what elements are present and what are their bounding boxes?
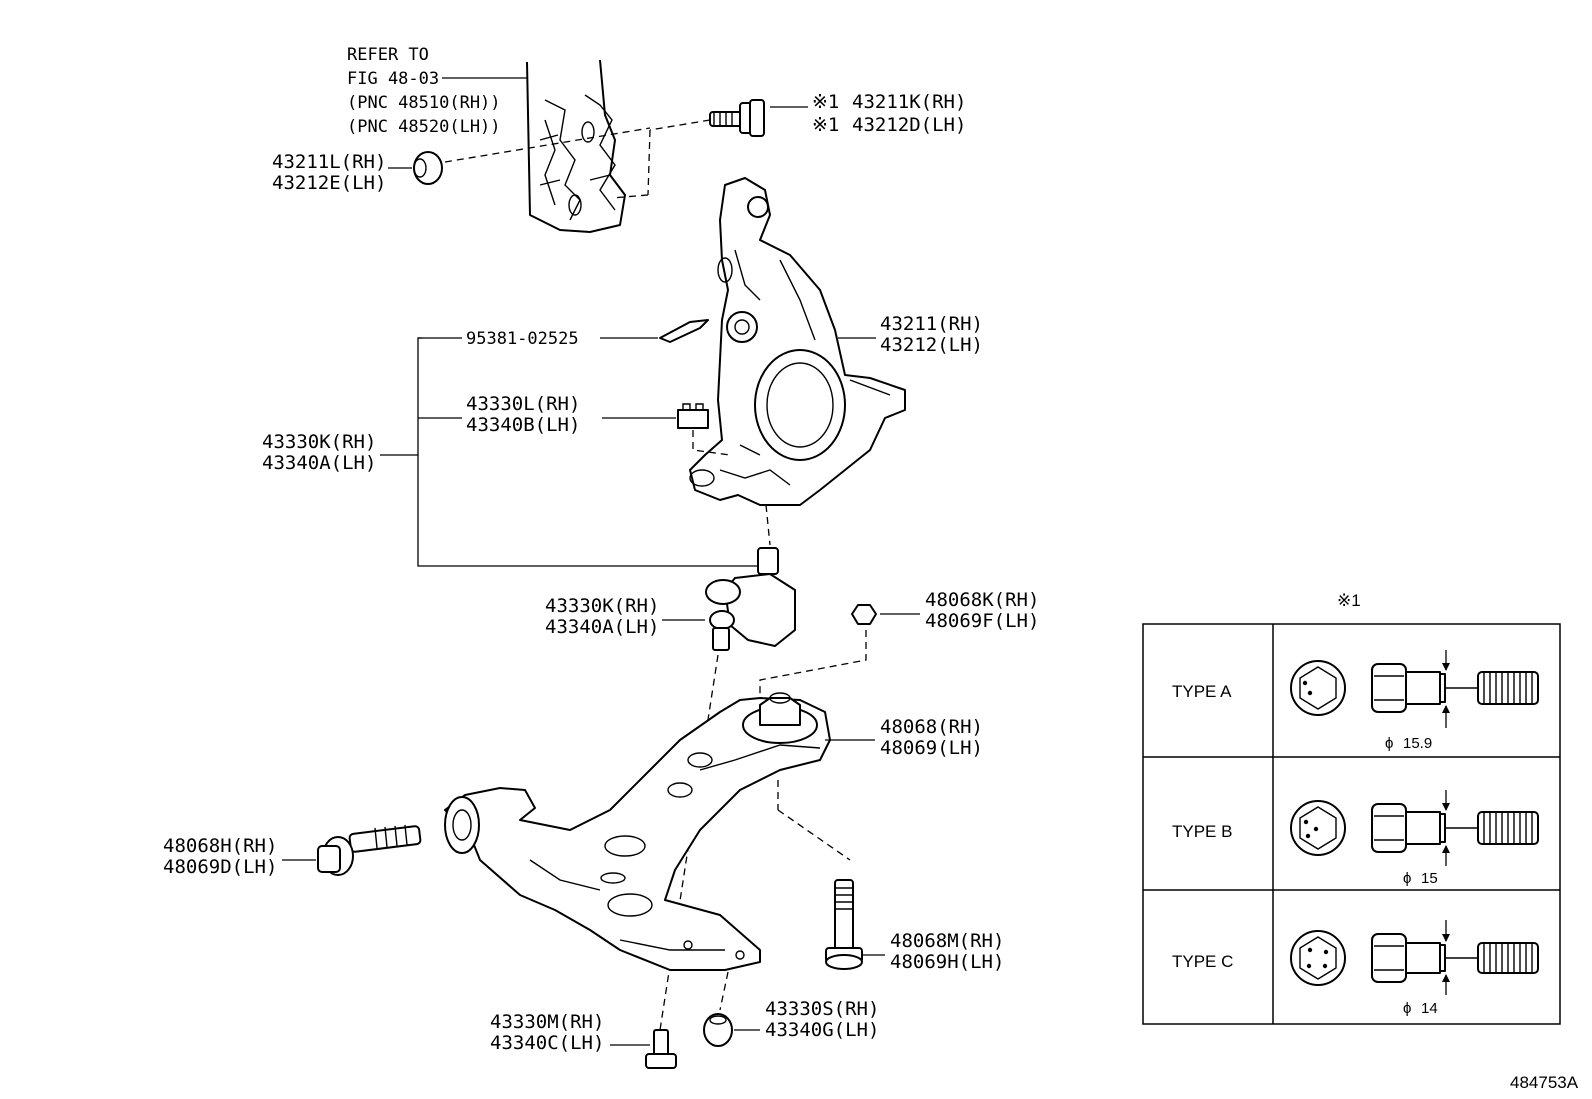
- part-number-43330k: 43330K(RH): [545, 595, 659, 617]
- cotter-pin: [600, 319, 709, 343]
- part-number-43340b: 43340B(LH): [466, 414, 580, 436]
- ball-joint: [659, 547, 796, 1031]
- callout-lower-arm: 48068(RH) 48069(LH): [880, 716, 983, 759]
- part-number-43211k: 43211K(RH): [852, 91, 966, 113]
- callout-bolt-top: ※1 43211K(RH) ※1 43212D(LH): [812, 91, 966, 136]
- joint-nut: [703, 1013, 760, 1047]
- part-number-43212e: 43212E(LH): [272, 172, 386, 194]
- part-number-43212: 43212(LH): [880, 334, 983, 356]
- callout-cotter-pin: 95381-02525: [466, 329, 579, 349]
- type-row-a: TYPE A ϕ 15.9: [1172, 650, 1539, 752]
- steering-knuckle: [689, 177, 906, 546]
- part-number-48068h: 48068H(RH): [163, 835, 277, 857]
- joint-bolt: [610, 1029, 677, 1069]
- part-number-48068k: 48068K(RH): [925, 589, 1039, 611]
- callout-castle-nut: 43330L(RH) 43340B(LH): [466, 393, 580, 436]
- part-number-43340g: 43340G(LH): [765, 1019, 879, 1041]
- type-row-b: TYPE B ϕ 15: [1172, 790, 1539, 887]
- callout-nut-top: 43211L(RH) 43212E(LH): [272, 151, 386, 194]
- castle-nut: [602, 403, 731, 456]
- mark-1-rh: ※1: [812, 91, 839, 113]
- type-a-label: TYPE A: [1172, 682, 1232, 701]
- ball-joint-group-bracket: [380, 337, 765, 567]
- callout-knuckle: 43211(RH) 43212(LH): [838, 313, 983, 356]
- callout-front-bolt: 48068H(RH) 48069D(LH): [163, 835, 277, 878]
- part-number-48069h: 48069H(LH): [890, 951, 1004, 973]
- callout-ball-joint: 43330K(RH) 43340A(LH): [545, 595, 659, 638]
- type-a-phi: ϕ: [1385, 735, 1393, 752]
- type-row-c: TYPE C ϕ 14: [1172, 920, 1539, 1017]
- lower-control-arm: [444, 692, 875, 1011]
- part-number-43340a-group: 43340A(LH): [262, 452, 376, 474]
- reference-note-line-1: REFER TO: [347, 45, 429, 65]
- part-number-43330m: 43330M(RH): [490, 1011, 604, 1033]
- type-table-mark: ※1: [1337, 591, 1361, 610]
- callout-joint-bolt: 43330M(RH) 43340C(LH): [490, 1011, 604, 1054]
- type-b-diameter: 15: [1421, 870, 1438, 887]
- part-number-43330s: 43330S(RH): [765, 998, 879, 1020]
- figure-code: 484753A: [1510, 1073, 1579, 1092]
- top-bolt: [649, 99, 808, 137]
- callout-rear-bolt: 48068M(RH) 48069H(LH): [890, 930, 1004, 973]
- part-number-43211l: 43211L(RH): [272, 151, 386, 173]
- type-table: ※1 TYPE A ϕ 15.9 TYPE B: [1142, 591, 1561, 1025]
- part-number-43330k-group: 43330K(RH): [262, 431, 376, 453]
- mark-1-lh: ※1: [812, 114, 839, 136]
- rear-bolt: [825, 879, 885, 970]
- part-number-48069d: 48069D(LH): [163, 856, 277, 878]
- part-number-43340a: 43340A(LH): [545, 616, 659, 638]
- type-c-diameter: 14: [1421, 1000, 1438, 1017]
- part-number-48069f: 48069F(LH): [925, 610, 1039, 632]
- part-number-43330l: 43330L(RH): [466, 393, 580, 415]
- part-number-48068: 48068(RH): [880, 716, 983, 738]
- part-number-95381: 95381-02525: [466, 329, 579, 349]
- type-c-phi: ϕ: [1403, 1000, 1411, 1017]
- type-b-label: TYPE B: [1172, 822, 1232, 841]
- reference-note: REFER TO FIG 48-03 (PNC 48510(RH)) (PNC …: [347, 45, 530, 137]
- callout-joint-nut: 43330S(RH) 43340G(LH): [765, 998, 879, 1041]
- front-bolt: [282, 824, 422, 876]
- top-nut: [388, 127, 651, 199]
- reference-note-line-3: (PNC 48510(RH)): [347, 93, 501, 113]
- arm-nut: [759, 604, 920, 700]
- strut-bracket: [526, 59, 626, 233]
- reference-note-line-4: (PNC 48520(LH)): [347, 117, 501, 137]
- callout-ball-joint-group: 43330K(RH) 43340A(LH): [262, 431, 376, 474]
- type-c-label: TYPE C: [1172, 952, 1233, 971]
- callout-arm-nut: 48068K(RH) 48069F(LH): [925, 589, 1039, 632]
- part-number-48068m: 48068M(RH): [890, 930, 1004, 952]
- type-b-phi: ϕ: [1403, 870, 1411, 887]
- part-number-48069: 48069(LH): [880, 737, 983, 759]
- part-number-43340c: 43340C(LH): [490, 1032, 604, 1054]
- type-a-diameter: 15.9: [1403, 735, 1432, 752]
- reference-note-line-2: FIG 48-03: [347, 69, 439, 89]
- part-number-43211: 43211(RH): [880, 313, 983, 335]
- part-number-43212d: 43212D(LH): [852, 114, 966, 136]
